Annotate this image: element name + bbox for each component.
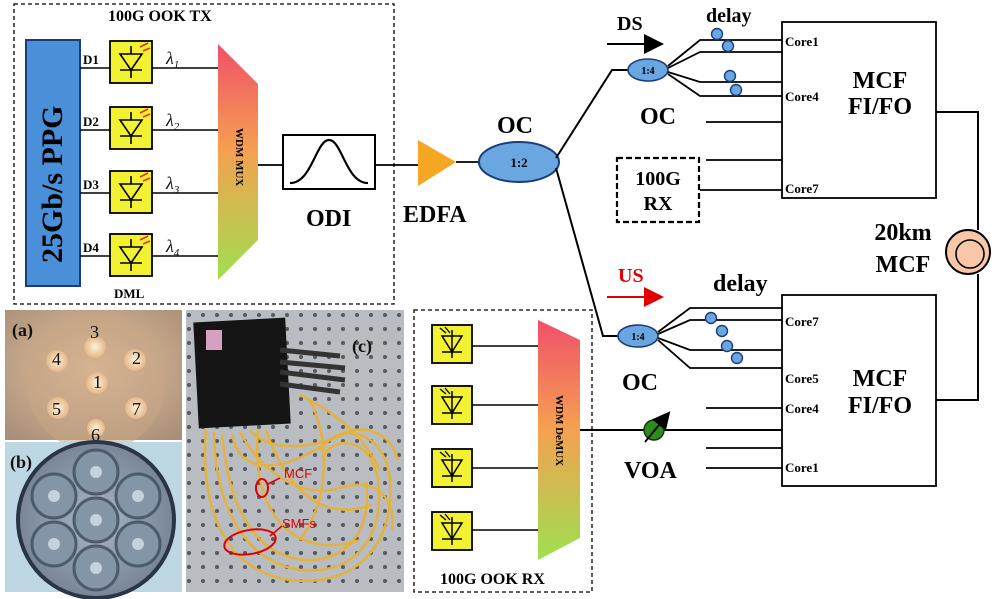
ds-fifo-line2: FI/FO — [848, 94, 912, 120]
core-number: 2 — [132, 348, 141, 368]
ds-core-label: Core1 — [785, 34, 819, 49]
svg-text:λ4: λ4 — [165, 236, 180, 259]
us-core-label: Core4 — [785, 401, 819, 416]
core-number: 3 — [90, 322, 99, 342]
tx-box — [13, 3, 395, 305]
tx-title: 100G OOK TX — [108, 8, 212, 25]
ds-rx-line2: RX — [644, 193, 673, 215]
photo-b-cross-section: (b) — [5, 440, 182, 599]
ds-delay-label: delay — [706, 5, 752, 27]
us-oc-coupler — [617, 324, 659, 348]
photo-b-label: (b) — [10, 452, 32, 473]
channel-label: D2 — [83, 114, 99, 129]
rx-box — [413, 309, 593, 593]
wavelength-index: 3 — [173, 184, 180, 196]
ds-mcf-fifo — [781, 21, 937, 199]
us-oc-label: OC — [622, 370, 658, 396]
wavelength-index: 4 — [174, 247, 180, 259]
rx-channel-1 — [431, 324, 538, 364]
voa-label: VOA — [624, 458, 678, 484]
ds-100g-rx — [615, 156, 701, 224]
ds-rx-line1: 100G — [635, 168, 681, 190]
core-number: 4 — [52, 349, 61, 369]
ds-oc-ratio: 1:4 — [641, 66, 654, 77]
fiber-line1: 20km — [874, 220, 931, 246]
us-label: US — [618, 265, 644, 287]
us-core-label: Core1 — [785, 460, 819, 475]
mux-label: WDM MUX — [233, 128, 245, 186]
tx-channel-3: D3 λ3 — [80, 170, 218, 214]
svg-text:λ3: λ3 — [165, 173, 180, 196]
core-number: 1 — [93, 372, 102, 392]
photo-c-mcf-device: MCF SMFs (c) — [186, 310, 404, 592]
us-core-label: Core7 — [785, 314, 819, 329]
lambda-symbol: λ — [165, 236, 174, 256]
ds-delay-loops — [710, 27, 743, 97]
edfa-label: EDFA — [403, 202, 467, 228]
ppg-label: 25Gb/s PPG — [36, 105, 69, 263]
odi-label: ODI — [306, 206, 351, 232]
us-oc-ratio: 1:4 — [631, 332, 644, 343]
us-fifo-line2: FI/FO — [848, 393, 912, 419]
tx-channel-1: D1 λ1 — [80, 40, 218, 84]
edfa-amplifier — [418, 140, 456, 186]
lambda-symbol: λ — [165, 48, 174, 68]
photo-a-label: (a) — [12, 320, 33, 341]
channel-label: D4 — [83, 240, 99, 255]
dml-label: DML — [114, 286, 145, 301]
rx-title: 100G OOK RX — [440, 571, 545, 588]
ds-core-label: Core7 — [785, 181, 819, 196]
lambda-symbol: λ — [165, 173, 174, 193]
us-fifo-line1: MCF — [853, 366, 908, 392]
svg-text:λ2: λ2 — [165, 110, 180, 133]
fiber-line2: MCF — [876, 252, 931, 278]
tx-channel-2: D2 λ2 — [80, 106, 218, 150]
ds-oc-label: OC — [640, 104, 676, 130]
demux-label: WDM DeMUX — [553, 395, 565, 466]
mcf-spool-icon — [945, 229, 991, 275]
channel-label: D1 — [83, 52, 99, 67]
channel-label: D3 — [83, 177, 99, 192]
rx-channel-3 — [431, 448, 538, 488]
ppg-block — [25, 39, 81, 287]
us-mcf-fifo — [781, 294, 937, 487]
wdm-mux — [218, 44, 258, 280]
svg-text:λ1: λ1 — [165, 48, 179, 71]
ds-core-label: Core4 — [785, 89, 819, 104]
ds-fifo-line1: MCF — [853, 68, 908, 94]
wavelength-index: 1 — [174, 59, 180, 71]
ds-oc-coupler — [627, 58, 669, 82]
photo-c-label: (c) — [352, 336, 372, 357]
wavelength-index: 2 — [174, 121, 180, 133]
rx-channel-2 — [431, 385, 538, 425]
core-number: 6 — [91, 425, 100, 445]
us-core-label: Core5 — [785, 371, 819, 386]
oc-main-ratio: 1:2 — [510, 155, 527, 170]
rx-channel-4 — [431, 511, 538, 551]
us-delay-label: delay — [713, 271, 768, 297]
wdm-demux — [538, 320, 580, 560]
mcf-annotation: MCF — [284, 466, 312, 481]
tx-channel-4: D4 λ4 — [80, 233, 218, 277]
photo-a-fiber-facet: (a) 3 4 2 1 5 7 6 — [5, 310, 182, 452]
smfs-annotation: SMFs — [282, 516, 316, 531]
core-number: 7 — [132, 399, 141, 419]
us-delay-loops — [704, 311, 744, 365]
oc-main-label: OC — [497, 113, 533, 139]
lambda-symbol: λ — [165, 110, 174, 130]
ds-label: DS — [617, 13, 643, 35]
core-number: 5 — [52, 399, 61, 419]
oc-main-coupler — [478, 141, 560, 183]
